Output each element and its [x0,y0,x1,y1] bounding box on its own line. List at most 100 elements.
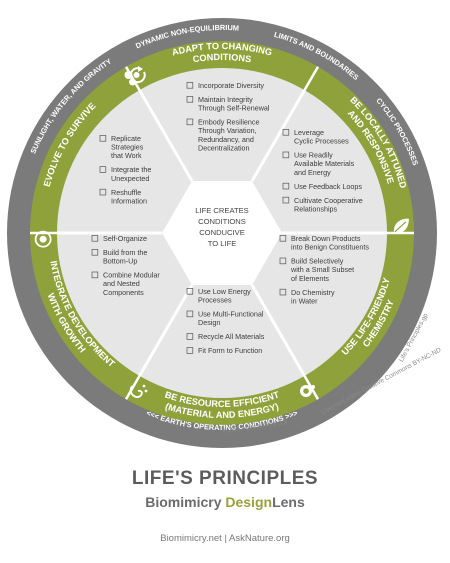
sector-divider [250,89,306,182]
sub-principle-item: Incorporate Diversity [186,81,264,90]
sub-principle-line: and Energy [294,168,331,177]
checkbox-icon [282,151,290,159]
brand-lens: Lens [272,494,305,510]
checkbox-icon [99,135,107,142]
sub-principle-line: Use Low Energy [198,287,251,296]
molecule-icon [300,385,315,397]
sub-principle-line: Self-Organize [103,234,147,243]
sub-principle-line: Combine Modular [103,271,160,280]
spiral-dots-icon [129,384,148,398]
principle-icons [34,66,409,398]
checkbox-icon [99,166,107,173]
sub-principle-line: Recycle All Materials [198,332,265,341]
sub-principle-line: in Water [291,296,318,305]
checkbox-icon [186,310,194,318]
sub-principle-item: Recycle All Materials [186,332,265,341]
brand-design: Design [225,494,273,510]
life-principles-wheel: LIFE CREATES CONDITIONS CONDUCIVE TO LIFE S… [7,18,437,448]
sub-principle-line: Through Self-Renewal [198,104,270,113]
green-ring-divider [124,66,141,91]
sub-principle-line: of Elements [291,274,329,283]
sub-principle-line: Redundancy, and [198,135,254,144]
checkbox-icon [91,249,99,256]
checkbox-icon [91,271,99,279]
checkbox-icon [186,333,194,340]
sub-principle-line: into Benign Constituents [291,243,369,252]
sub-principle-line: Cyclic Processes [294,137,349,146]
checkbox-icon [99,188,107,196]
center-line: CONDITIONS [198,217,246,226]
sub-principle-line: and Nested [103,279,140,288]
sub-principle-line: Components [103,288,144,297]
checkbox-icon [279,235,287,242]
sub-principle-line: Use Multi-Functional [198,310,264,319]
sub-principle-line: Build from the [103,248,147,257]
sub-principle-line: Do Chemistry [291,288,335,297]
sector-divider [138,89,194,182]
center-line: TO LIFE [208,239,237,248]
sub-principle-line: Bottom-Up [103,257,137,266]
principle-title: CONDITIONS [192,52,252,64]
sub-principle-line: Available Materials [294,159,355,168]
ring-dividers [30,66,414,400]
checkbox-icon [279,257,287,265]
sub-principle-line: Reshuffle [111,188,141,197]
checkbox-icon [282,182,290,190]
sub-principle-line: Through Variation, [198,126,257,135]
sub-principle-item: Fit Form to Function [186,346,262,355]
brand-line: Biomimicry DesignLens [0,494,450,510]
cells-icon [124,71,140,86]
sub-principle-line: Maintain Integrity [198,95,253,104]
sub-principle-line: Cultivate Cooperative [294,196,363,205]
sub-principle-line: Embody Resilience [198,118,260,127]
center-statement: LIFE CREATES CONDITIONS CONDUCIVE TO LIFE [195,206,248,248]
sector-divider [138,284,194,377]
footer-links: Biomimicry.net | AskNature.org [160,533,290,544]
sub-principle-line: Integrate the [111,165,151,174]
checkbox-icon [186,118,194,126]
sub-principle-line: Fit Form to Function [198,346,262,355]
checkbox-icon [91,235,99,242]
center-line: LIFE CREATES [195,206,248,215]
checkbox-icon [282,129,290,136]
sub-principle-line: Use Readily [294,151,333,160]
leaf-icon [393,218,409,234]
checkbox-icon [282,196,290,204]
sub-principle-line: Strategies [111,143,144,152]
sub-principle-line: Build Selectively [291,257,344,266]
green-ring-divider [303,66,320,91]
sector-dividers [57,89,387,377]
sub-principle-line: that Work [111,151,142,160]
sub-principle-line: Design [198,318,220,327]
checkbox-icon [186,347,194,354]
sub-principle-line: Replicate [111,134,141,143]
sub-principle-line: with a Small Subset [290,265,354,274]
sub-principle-line: Relationships [294,204,338,213]
center-hexagon [162,181,282,285]
sub-principle-item: Use Feedback Loops [282,182,362,191]
sub-principle-line: Decentralization [198,143,250,152]
sub-principle-line: Information [111,196,147,205]
target-icon [34,230,52,248]
center-line: CONDUCIVE [199,228,245,237]
sub-principle-line: Processes [198,296,232,305]
